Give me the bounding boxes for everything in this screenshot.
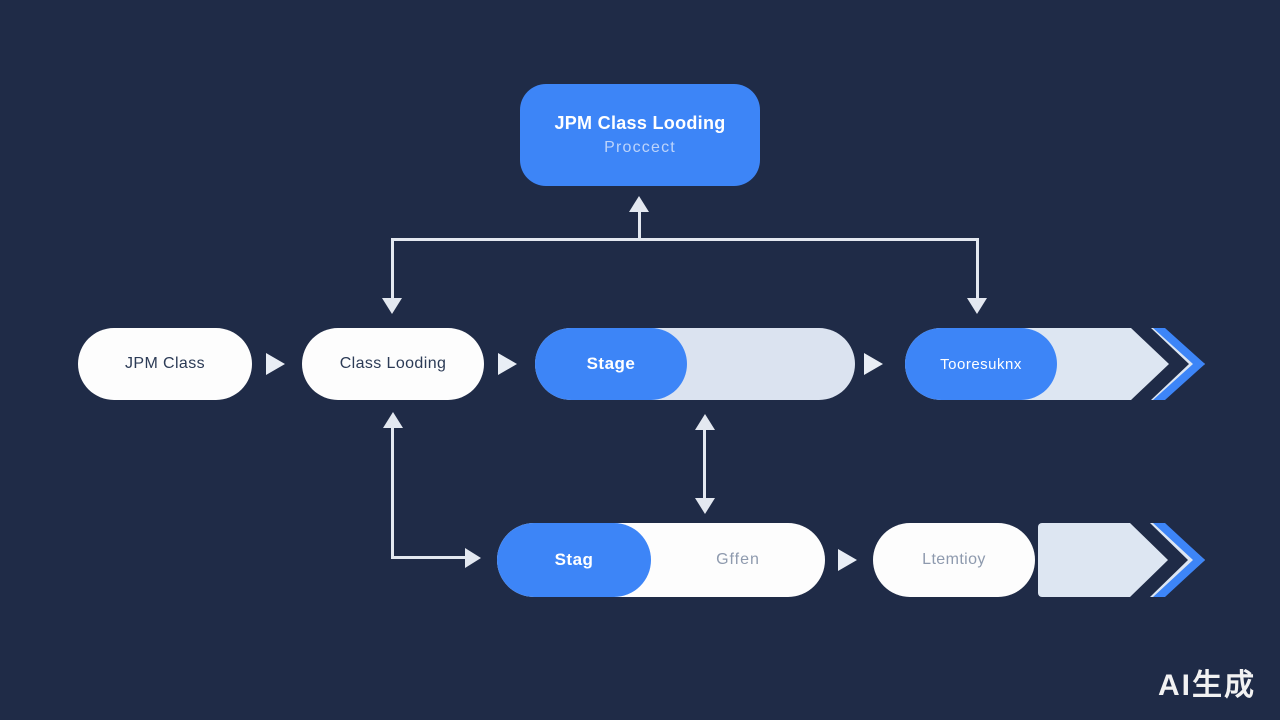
connector-right-vline bbox=[976, 238, 979, 300]
connector-main-hline bbox=[391, 238, 979, 241]
connector-branch-vline bbox=[391, 426, 394, 559]
node-stag-right-label: Gffen bbox=[716, 551, 760, 568]
arrowhead-down-icon bbox=[695, 498, 715, 514]
arrow-right-icon bbox=[498, 353, 517, 375]
arrowhead-up-icon bbox=[695, 414, 715, 430]
arrowhead-right-icon bbox=[465, 548, 481, 568]
node-result-banner: Tooresuknx bbox=[905, 328, 1205, 400]
arrowhead-down-icon bbox=[382, 298, 402, 314]
node-result-blue-segment: Tooresuknx bbox=[905, 328, 1057, 400]
node-jpm-class-label: JPM Class bbox=[124, 355, 206, 372]
arrow-right-icon bbox=[266, 353, 285, 375]
arrowhead-down-icon bbox=[967, 298, 987, 314]
subtitle-text: Proccect bbox=[604, 139, 676, 156]
arrow-right-icon bbox=[838, 549, 857, 571]
node-class-looding: Class Looding bbox=[302, 328, 484, 400]
node-stage-blue-segment: Stage bbox=[535, 328, 687, 400]
connector-branch-hline bbox=[391, 556, 469, 559]
connector-title-vline bbox=[638, 212, 641, 240]
node-stage-label: Stage bbox=[586, 354, 636, 373]
node-stag-label: Stag bbox=[554, 550, 594, 569]
node-class-looding-label: Class Looding bbox=[339, 355, 447, 372]
node-result-label: Tooresuknx bbox=[940, 355, 1022, 373]
title-box: JPM Class Looding Proccect bbox=[520, 84, 760, 186]
node-stag: Stag Gffen bbox=[497, 523, 825, 597]
connector-double-vline bbox=[703, 428, 706, 500]
arrowhead-up-icon bbox=[629, 196, 649, 212]
node-stage: Stage bbox=[535, 328, 855, 400]
connector-left-vline bbox=[391, 238, 394, 300]
arrowhead-up-icon bbox=[383, 412, 403, 428]
node-jpm-class: JPM Class bbox=[78, 328, 252, 400]
arrow-right-icon bbox=[864, 353, 883, 375]
node-ltemtioy: Ltemtioy bbox=[873, 523, 1035, 597]
bottom-chevron-banner bbox=[1038, 523, 1205, 597]
title-text: JPM Class Looding bbox=[554, 113, 726, 133]
node-ltemtioy-label: Ltemtioy bbox=[922, 551, 986, 568]
watermark-text: AI生成 bbox=[1158, 669, 1256, 702]
node-stag-blue-segment: Stag bbox=[497, 523, 651, 597]
